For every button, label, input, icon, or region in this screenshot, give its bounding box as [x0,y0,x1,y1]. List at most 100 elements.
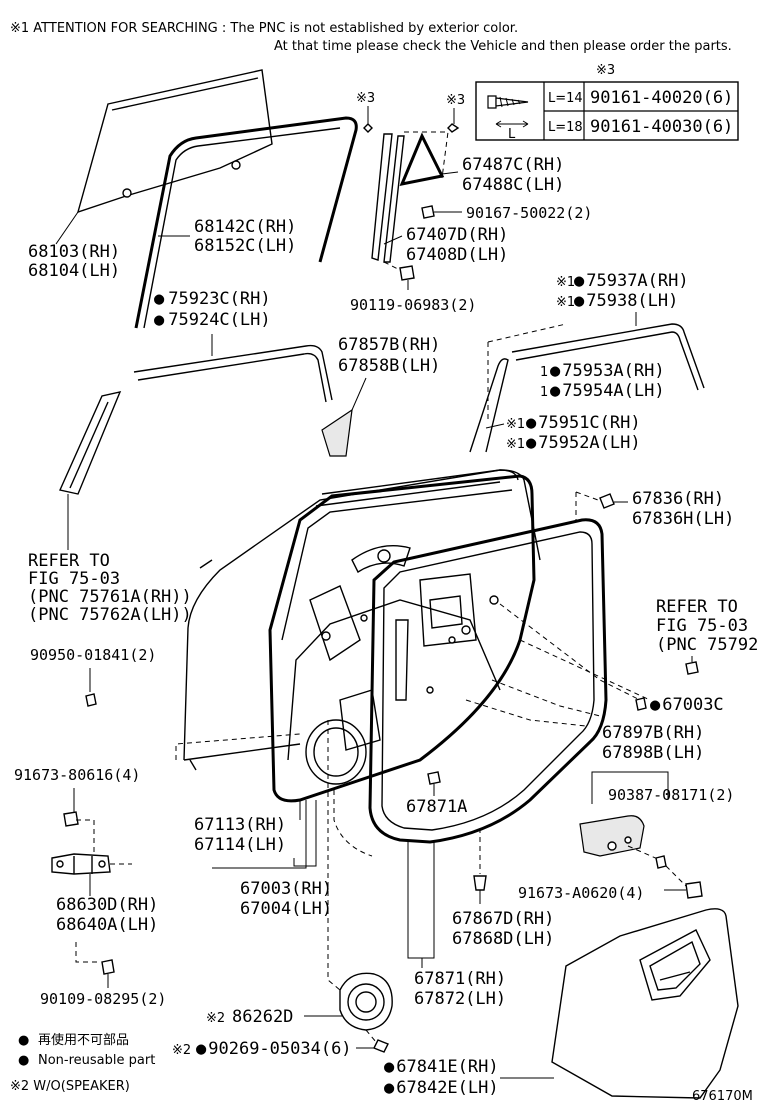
label-90269-05034[interactable]: ●90269-05034(6) [196,1039,352,1059]
door-pocket [579,815,645,857]
label-refer-left-3: (PNC 75761A(RH)) [28,587,192,607]
screw-table-ref-mark: ※3 [596,63,615,78]
label-75924c[interactable]: ●75924C(LH) [154,310,271,330]
ref3-mark-right: ※3 [446,93,465,108]
label-75954a[interactable]: ●75954A(LH) [550,381,665,401]
label-67488c[interactable]: 67488C(LH) [462,175,564,195]
label-68142c[interactable]: 68142C(RH) [194,217,296,237]
inner-handle [351,545,411,574]
nonreusable-dot-icon: ● [384,1057,395,1077]
legend-dot-icon-1: ● [18,1033,29,1048]
mark-2-90269: ※2 [172,1043,191,1058]
label-67836h[interactable]: 67836H(LH) [632,509,734,529]
label-67898b[interactable]: 67898B(LH) [602,743,704,763]
label-refer-right-1: REFER TO [656,597,738,617]
screw-row-2-length: L=18 [548,120,583,135]
label-75951c[interactable]: ●75951C(RH) [526,413,641,433]
label-refer-left-4: (PNC 75762A(LH)) [28,605,192,625]
label-67113[interactable]: 67113(RH) [194,815,286,835]
legend-dot-icon-2: ● [18,1053,29,1068]
label-90119-06983[interactable]: 90119-06983(2) [350,296,476,314]
screw-length-label: L [508,127,516,142]
screw-row-1-length: L=14 [548,91,583,106]
label-67842e[interactable]: ●67842E(LH) [384,1078,499,1098]
screw-table: ※3 L L=14 90161-40020(6) L=18 90161-4003… [475,63,739,142]
door-hinge [51,853,111,875]
nonreusable-dot-icon: ● [550,381,561,401]
nonreusable-dot-icon: ● [196,1039,207,1059]
label-67868d[interactable]: 67868D(LH) [452,929,554,949]
attention-note-line1: ※1 ATTENTION FOR SEARCHING : The PNC is … [10,21,518,36]
label-67871[interactable]: 67871(RH) [414,969,506,989]
door-weatherstrip [368,518,608,844]
label-86262d[interactable]: 86262D [232,1007,293,1027]
nonreusable-dot-icon: ● [526,433,537,453]
label-67872[interactable]: 67872(LH) [414,989,506,1009]
ref3-mark-left: ※3 [356,91,375,106]
label-67408d[interactable]: 67408D(LH) [406,245,508,265]
roof-drip-moulding [469,323,705,453]
label-refer-left-1: REFER TO [28,551,110,571]
legend-jp: 再使用不可部品 [38,1032,129,1048]
label-67003[interactable]: 67003(RH) [240,879,332,899]
door-front-seal [315,469,519,507]
nonreusable-dot-icon: ● [574,291,585,311]
quarter-window-frame [371,132,445,263]
mark-1-75951: ※1 [506,417,525,432]
service-hole-cover [551,908,739,1099]
label-67857b[interactable]: 67857B(RH) [338,335,440,355]
mark-1-75953: 1 [540,365,548,380]
label-90167-50022[interactable]: 90167-50022(2) [466,204,592,222]
label-67114[interactable]: 67114(LH) [194,835,286,855]
label-91673-a0620[interactable]: 91673-A0620(4) [518,884,644,902]
legend-en: Non-reusable part [38,1053,155,1068]
label-75937a[interactable]: ●75937A(RH) [574,271,689,291]
label-67897b[interactable]: 67897B(RH) [602,723,704,743]
screw-row-1-part[interactable]: 90161-40020(6) [590,88,733,108]
mark-1-75952: ※1 [506,437,525,452]
attention-note-line2: At that time please check the Vehicle an… [274,39,732,54]
label-90950-01841[interactable]: 90950-01841(2) [30,646,156,664]
label-67871a[interactable]: 67871A [406,797,467,817]
label-75952a[interactable]: ●75952A(LH) [526,433,641,453]
mark-1-75938: ※1 [556,295,575,310]
label-refer-left-2: FIG 75-03 [28,569,120,589]
label-75923c[interactable]: ●75923C(RH) [154,289,271,309]
mark-1-75954: 1 [540,385,548,400]
speaker-opening [305,719,367,785]
belt-weatherstrip [133,344,333,403]
mark-1-75937: ※1 [556,275,575,290]
speaker-cover [339,972,393,1031]
label-67004[interactable]: 67004(LH) [240,899,332,919]
label-67836[interactable]: 67836(RH) [632,489,724,509]
label-67003c[interactable]: ●67003C [650,695,724,715]
label-75953a[interactable]: ●75953A(RH) [550,361,665,381]
door-inner-panel [268,474,536,803]
screw-icon: L [487,95,529,142]
nonreusable-dot-icon: ● [154,310,165,330]
screw-row-2-part[interactable]: 90161-40030(6) [590,117,733,137]
label-67487c[interactable]: 67487C(RH) [462,155,564,175]
label-67867d[interactable]: 67867D(RH) [452,909,554,929]
nonreusable-dot-icon: ● [154,289,165,309]
label-67841e[interactable]: ●67841E(RH) [384,1057,499,1077]
front-frame-moulding [59,391,122,495]
label-91673-80616[interactable]: 91673-80616(4) [14,766,140,784]
label-75938[interactable]: ●75938(LH) [574,291,678,311]
figure-id: 676170M [692,1089,753,1104]
legend-speaker-note: ※2 W/O(SPEAKER) [10,1079,130,1094]
label-68630d[interactable]: 68630D(RH) [56,895,158,915]
corner-piece [321,408,353,457]
label-90387-08171[interactable]: 90387-08171(2) [608,786,734,804]
label-68640a[interactable]: 68640A(LH) [56,915,158,935]
label-refer-right-2: FIG 75-03 [656,616,748,636]
nonreusable-dot-icon: ● [526,413,537,433]
label-68104[interactable]: 68104(LH) [28,261,120,281]
mark-2-86262: ※2 [206,1011,225,1026]
label-67858b[interactable]: 67858B(LH) [338,356,440,376]
label-90109-08295[interactable]: 90109-08295(2) [40,990,166,1008]
label-67407d[interactable]: 67407D(RH) [406,225,508,245]
glass-run-channel [134,116,358,329]
label-68103[interactable]: 68103(RH) [28,242,120,262]
label-68152c[interactable]: 68152C(LH) [194,236,296,256]
